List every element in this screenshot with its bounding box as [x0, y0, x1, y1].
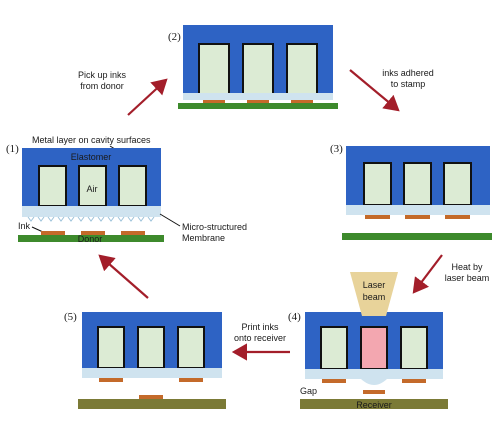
ink-square — [405, 215, 430, 219]
donor-substrate — [18, 235, 164, 242]
arrow-return — [98, 254, 149, 299]
air-cavity — [242, 43, 274, 96]
membrane-bulge — [361, 379, 387, 385]
step-3-panel: (3) — [330, 143, 492, 240]
air-cavity — [320, 326, 348, 370]
ink-square-released — [363, 390, 385, 394]
step-4-panel: (4) Laser beam Gap Receiver — [288, 272, 448, 410]
micro-structured-membrane — [305, 369, 443, 379]
pick-up-label-2: from donor — [80, 81, 124, 91]
micro-structured-membrane — [183, 93, 333, 100]
step-2-number: (2) — [168, 31, 181, 43]
receiver-label: Receiver — [356, 400, 392, 410]
air-cavity — [443, 162, 472, 206]
arrow-adhered: inks adhered to stamp — [349, 68, 434, 112]
step-4-number: (4) — [288, 311, 301, 323]
receiver-substrate — [78, 399, 226, 409]
arrow-pick-up: Pick up inks from donor — [78, 70, 168, 116]
receiver-substrate — [300, 399, 448, 409]
micro-structured-membrane — [22, 206, 161, 217]
adhered-label-1: inks adhered — [382, 68, 434, 78]
ink-label: Ink — [18, 221, 31, 231]
ink-square — [291, 100, 313, 103]
adhered-label-2: to stamp — [391, 79, 426, 89]
donor-label: Donor — [78, 234, 103, 244]
transition-arrow — [98, 254, 149, 299]
ink-square — [402, 379, 426, 383]
micro-structured-membrane — [82, 368, 222, 378]
print-label-1: Print inks — [241, 322, 279, 332]
air-cavity — [118, 165, 147, 207]
air-cavity — [177, 326, 205, 369]
laser-beam — [350, 272, 398, 316]
transition-arrow — [412, 254, 443, 294]
metal-layer-label: Metal layer on cavity surfaces — [32, 135, 151, 145]
gap-label: Gap — [300, 386, 317, 396]
air-cavity — [403, 162, 432, 206]
ink-square — [81, 231, 105, 235]
laser-label-1: Laser — [363, 280, 386, 290]
membrane-label-2: Membrane — [182, 233, 225, 243]
step-2-panel: (2) — [168, 25, 338, 109]
ink-square — [445, 215, 470, 219]
air-cavity — [400, 326, 428, 370]
donor-substrate — [342, 233, 492, 240]
ink-square — [322, 379, 346, 383]
step-5-panel: (5) — [64, 311, 226, 409]
step-1-number: (1) — [6, 143, 19, 155]
step-3-number: (3) — [330, 143, 343, 155]
air-label: Air — [87, 184, 98, 194]
membrane-microstructure — [27, 216, 155, 222]
ink-square — [41, 231, 65, 235]
micro-structured-membrane — [346, 205, 490, 215]
arrow-heat: Heat by laser beam — [412, 254, 490, 294]
ink-square — [121, 231, 145, 235]
air-cavity — [38, 165, 67, 207]
pick-up-label-1: Pick up inks — [78, 70, 127, 80]
step-1-panel: (1) Metal layer on cavity surfaces Elast… — [6, 135, 247, 244]
ink-square — [99, 378, 123, 382]
arrow-print: Print inks onto receiver — [231, 322, 290, 361]
transition-arrow — [349, 69, 400, 112]
air-cavity — [97, 326, 125, 369]
ink-square — [179, 378, 203, 382]
ink-square — [365, 215, 390, 219]
heat-label-2: laser beam — [445, 273, 490, 283]
air-cavity — [137, 326, 165, 369]
ink-square-printed — [139, 395, 163, 399]
ink-square — [247, 100, 269, 103]
print-label-2: onto receiver — [234, 333, 286, 343]
air-cavity — [363, 162, 392, 206]
ink-square — [203, 100, 225, 103]
donor-substrate — [178, 103, 338, 109]
laser-label-2: beam — [363, 292, 386, 302]
transition-arrow — [127, 78, 168, 116]
membrane-pointer — [159, 213, 181, 227]
heated-air-cavity — [360, 326, 388, 370]
heat-label-1: Heat by — [451, 262, 483, 272]
air-cavity — [78, 165, 107, 207]
step-5-number: (5) — [64, 311, 77, 323]
elastomer-label: Elastomer — [71, 152, 112, 162]
membrane-label-1: Micro-structured — [182, 222, 247, 232]
air-cavity — [286, 43, 318, 96]
air-cavity — [198, 43, 230, 96]
